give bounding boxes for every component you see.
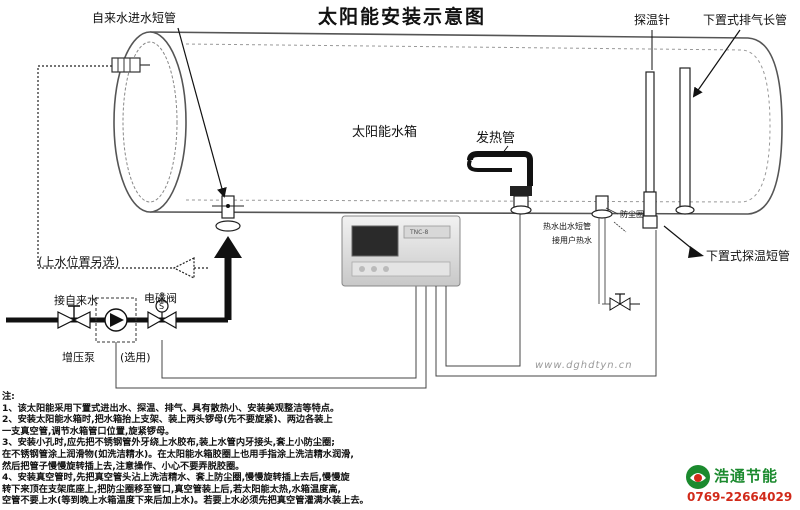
pointer-arrow-icon (688, 246, 704, 258)
label-to-user-hot-water: 接用户热水 (552, 236, 592, 245)
brand-name: 浩通节能 (714, 467, 779, 485)
booster-pump-box (95, 297, 137, 343)
controller-brand-text: TNC-8 (410, 229, 429, 236)
solar-controller (341, 215, 461, 287)
pointer-vent-pipe (692, 29, 741, 98)
notes-line: 一支真空管,调节水箱管口位置,旋紧锣母。 (2, 425, 175, 437)
label-inlet-short-pipe: 自来水进水短管 (92, 11, 177, 25)
svg-text:S: S (159, 302, 164, 311)
notes-line: 1、该太阳能采用下置式进出水、探温、排气、具有散热小、安装美观整洁等特点。 (2, 402, 340, 414)
label-bottom-probe-pipe: 下置式探温短管 (706, 249, 791, 263)
inlet-bottom-fitting (212, 195, 244, 232)
heater-wiring (445, 214, 521, 367)
notes-line: 3、安装小孔时,应先把不锈钢管外牙绕上水胶布,装上水管内牙接头,套上小防尘圈; (2, 437, 335, 449)
pointer-inlet-short-pipe (177, 27, 227, 198)
installation-notes: 注: 1、该太阳能采用下置式进出水、探温、排气、具有散热小、安装美观整洁等特点。… (2, 391, 642, 507)
solar-water-tank (113, 31, 783, 215)
notes-line: 转下来顶在支架底座上,把防尘圈移至管口,真空管装上后,若太阳能太热,水箱温度高, (2, 483, 342, 495)
hot-water-outlet (591, 195, 614, 305)
notes-heading: 注: (2, 391, 15, 402)
notes-line: 空管不要上水(等到晚上水箱温度下来后加上水)。若要上水必须先把真空管灌满水装上去… (2, 495, 369, 507)
tank-end-cap-inner (122, 41, 178, 203)
dust-ring-left (215, 220, 241, 232)
label-booster-pump: 增压泵 (62, 351, 95, 364)
temp-probe-rod (642, 71, 658, 229)
notes-line: 4、安装真空管时,先把真空管头沾上洗洁精水、套上防尘圈,慢慢旋转插上去后,慢慢旋 (2, 472, 350, 484)
label-solenoid-valve: 电磁阀 (144, 292, 177, 305)
page-title: 太阳能安装示意图 (318, 6, 487, 28)
label-optional: (选用) (120, 351, 151, 364)
inlet-pipe-fitting (111, 57, 150, 73)
brand-phone: 0769-22664029 (687, 490, 793, 504)
label-heating-pipe: 发热管 (476, 131, 516, 146)
label-temp-probe: 探温针 (634, 13, 671, 27)
brand-block: 浩通节能 0769-22664029 (683, 463, 798, 509)
inlet-pipe-stub (111, 57, 141, 73)
pump-wiring (115, 286, 427, 389)
tank-inner-liner (185, 43, 771, 203)
vent-long-pipe (675, 67, 695, 215)
tap-water-valve (57, 305, 91, 329)
watermark-url: www.dghdtyn.cn (535, 360, 633, 371)
solenoid-valve-icon: S (147, 299, 177, 330)
water-level-alt-route (37, 65, 210, 269)
tank-end-cap (113, 31, 187, 213)
notes-line: 然后把管子慢慢旋转插上去,注意操作、小心不要弄脱胶圈。 (2, 460, 245, 472)
brand-logo-icon (686, 465, 710, 489)
label-tank: 太阳能水箱 (352, 125, 418, 140)
label-bottom-vent-pipe: 下置式排气长管 (703, 13, 788, 27)
notes-line: 2、安装太阳能水箱时,把水箱抬上支架、装上两头锣母(先不要旋紧)、两边各装上 (2, 414, 333, 426)
heating-element (467, 151, 533, 215)
hollow-arrow-left-icon (172, 257, 195, 279)
label-tap-water-in: 接自来水 (54, 294, 98, 307)
outlet-valve-icon (609, 293, 640, 311)
flow-arrow-up-icon (214, 236, 242, 258)
probe-wiring (435, 230, 657, 377)
tank-outline (149, 31, 783, 215)
controller-display (351, 225, 399, 257)
label-dust-ring: 防尘圈 (620, 210, 644, 219)
valve-wiring (161, 286, 417, 379)
booster-pump-icon (104, 308, 128, 332)
notes-line: 在不锈钢管涂上润滑物(如洗洁精水)。在太阳能水箱胶圈上也用手指涂上洗洁精水润滑, (2, 448, 354, 460)
label-outlet-short-pipe: 热水出水短管 (543, 222, 591, 231)
label-water-level-alt: (上水位置另选) (38, 255, 120, 269)
